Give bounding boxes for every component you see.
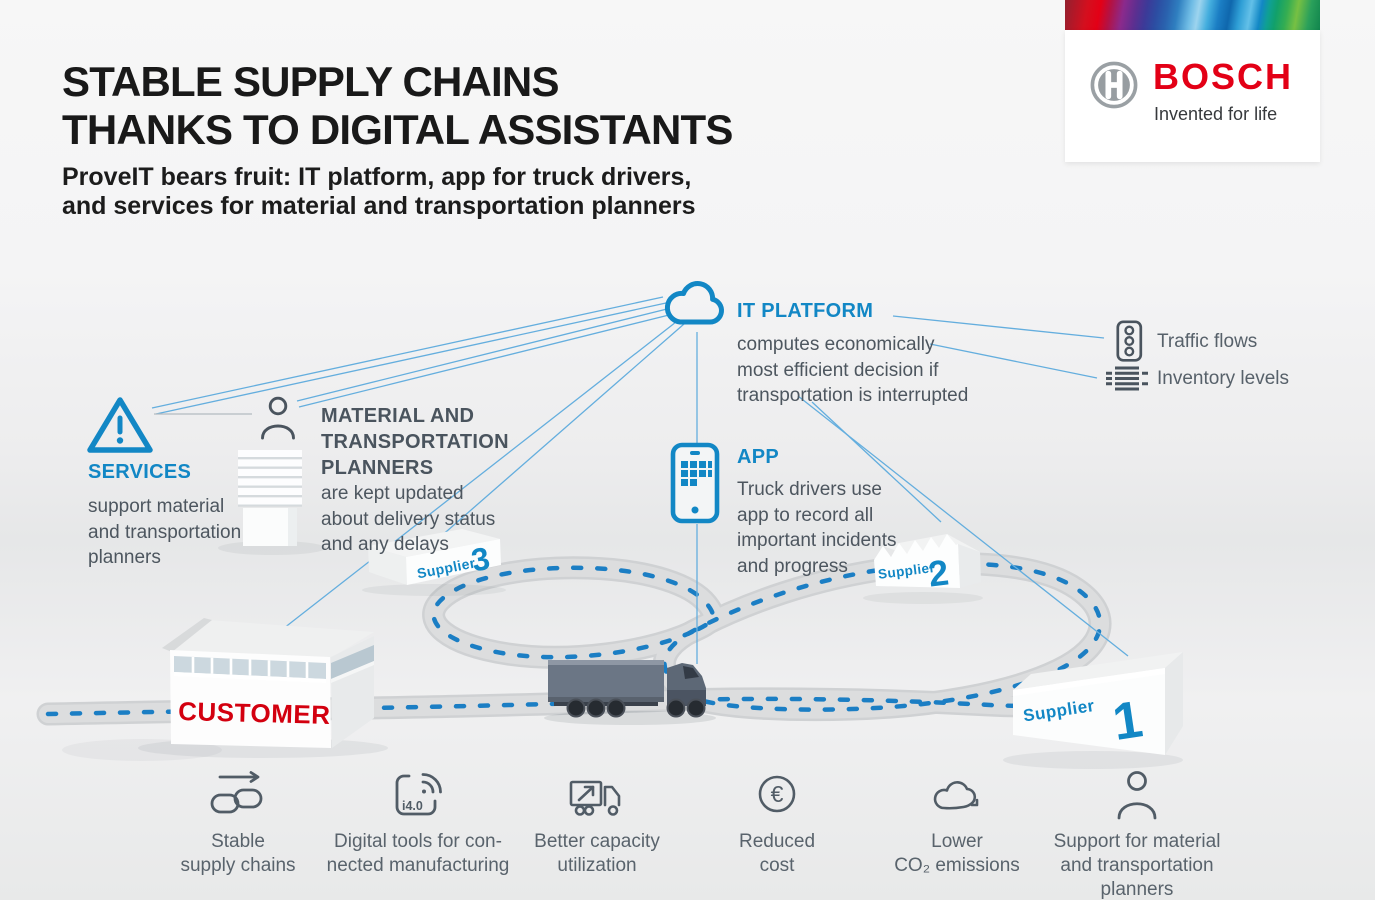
supply-chain-icon [210, 771, 263, 814]
app-desc-line2: app to record all [737, 504, 874, 526]
inventory-levels-label: Inventory levels [1157, 368, 1290, 389]
planners-node-title: MATERIAL AND TRANSPORTATION PLANNERS [321, 403, 509, 481]
supplier-1-building: Supplier 1 [1003, 652, 1183, 769]
app-desc-line3: important incidents [737, 530, 897, 551]
benefit-digital-tools: i4.0 Digital tools for con- nected manuf… [323, 768, 513, 878]
planners-desc-line3: and any delays [321, 534, 449, 555]
bosch-supergraphic-stripe [1065, 0, 1320, 30]
planners-office-building [218, 450, 326, 555]
i40-device-icon: i4.0 [395, 773, 442, 816]
cloud-icon [664, 281, 724, 325]
it-platform-desc-line3: transportation is interrupted [737, 385, 969, 406]
planners-desc-line1: are kept updated [321, 483, 464, 504]
page-subtitle-line1: ProveIT bears fruit: IT platform, app fo… [62, 163, 692, 191]
inventory-levels-icon [1106, 366, 1148, 391]
page-subtitle-line2: and services for material and transporta… [62, 192, 696, 220]
customer-label: CUSTOMER [178, 696, 331, 730]
benefit-stable-supply-chains: Stable supply chains [143, 768, 333, 878]
benefit-capacity-utilization: Better capacity utilization [502, 768, 692, 878]
connector-lines [151, 296, 1129, 664]
warning-triangle-icon [87, 397, 153, 453]
truck-capacity-icon [569, 780, 621, 816]
app-desc-line4: and progress [737, 555, 848, 577]
supplier-2-word: Supplier [877, 560, 936, 582]
services-desc-line1: support material [88, 496, 225, 517]
planners-desc-line2: about delivery status [321, 508, 496, 530]
services-desc-line3: planners [88, 547, 161, 568]
bosch-anchor-icon [1090, 61, 1138, 109]
app-label: APP [737, 446, 780, 468]
traffic-flows-label: Traffic flows [1157, 331, 1258, 352]
person-icon [261, 396, 295, 440]
supplier-2-building: Supplier 2 [863, 534, 983, 604]
it-platform-desc-line2: most efficient decision if [737, 359, 939, 381]
it-platform-desc-line1: computes economically [737, 334, 935, 355]
page-subtitle: ProveIT bears fruit: IT platform, app fo… [62, 163, 696, 221]
co2-cloud-icon [933, 781, 979, 810]
bosch-wordmark: BOSCH [1153, 56, 1294, 97]
euro-icon-text: € [771, 781, 784, 807]
route-dashed-line [45, 561, 1149, 717]
benefit-support-planners: Support for material and transportation … [1042, 768, 1232, 900]
app-desc-line1: Truck drivers use [737, 479, 882, 500]
planners-node-desc: are kept updated about delivery status a… [321, 481, 495, 558]
supplier-2-number: 2 [926, 551, 951, 594]
page-title-line2: THANKS TO DIGITAL ASSISTANTS [62, 106, 733, 153]
services-node: SERVICES support material and transporta… [88, 461, 241, 571]
bosch-logo-block: BOSCH Invented for life [1065, 0, 1320, 162]
smartphone-app-icon [670, 442, 720, 524]
services-desc-line2: and transportation [88, 521, 242, 543]
truck [544, 660, 716, 725]
benefit-reduced-cost: € Reduced cost [682, 768, 872, 878]
page-title-line1: STABLE SUPPLY CHAINS [62, 58, 559, 105]
it-platform-node: IT PLATFORM computes economically most e… [737, 300, 968, 409]
planners-title-line3: PLANNERS [321, 457, 434, 479]
bosch-tagline: Invented for life [1154, 104, 1278, 124]
person-icon [1117, 771, 1157, 820]
customer-building: CUSTOMER [62, 618, 388, 761]
services-label: SERVICES [88, 461, 192, 483]
app-node: APP Truck drivers use app to record all … [737, 446, 896, 579]
page-title: STABLE SUPPLY CHAINS THANKS TO DIGITAL A… [62, 58, 733, 154]
i40-icon-text: i4.0 [402, 799, 423, 813]
bosch-logo-card: BOSCH Invented for life [1065, 30, 1320, 162]
planners-title-line2: TRANSPORTATION [321, 431, 509, 453]
traffic-light-icon [1116, 320, 1143, 362]
euro-coin-icon: € [758, 775, 796, 813]
it-platform-label: IT PLATFORM [737, 300, 874, 322]
benefit-lower-co2: Lower CO₂ emissions [862, 768, 1052, 878]
planners-title-line1: MATERIAL AND [321, 405, 475, 427]
